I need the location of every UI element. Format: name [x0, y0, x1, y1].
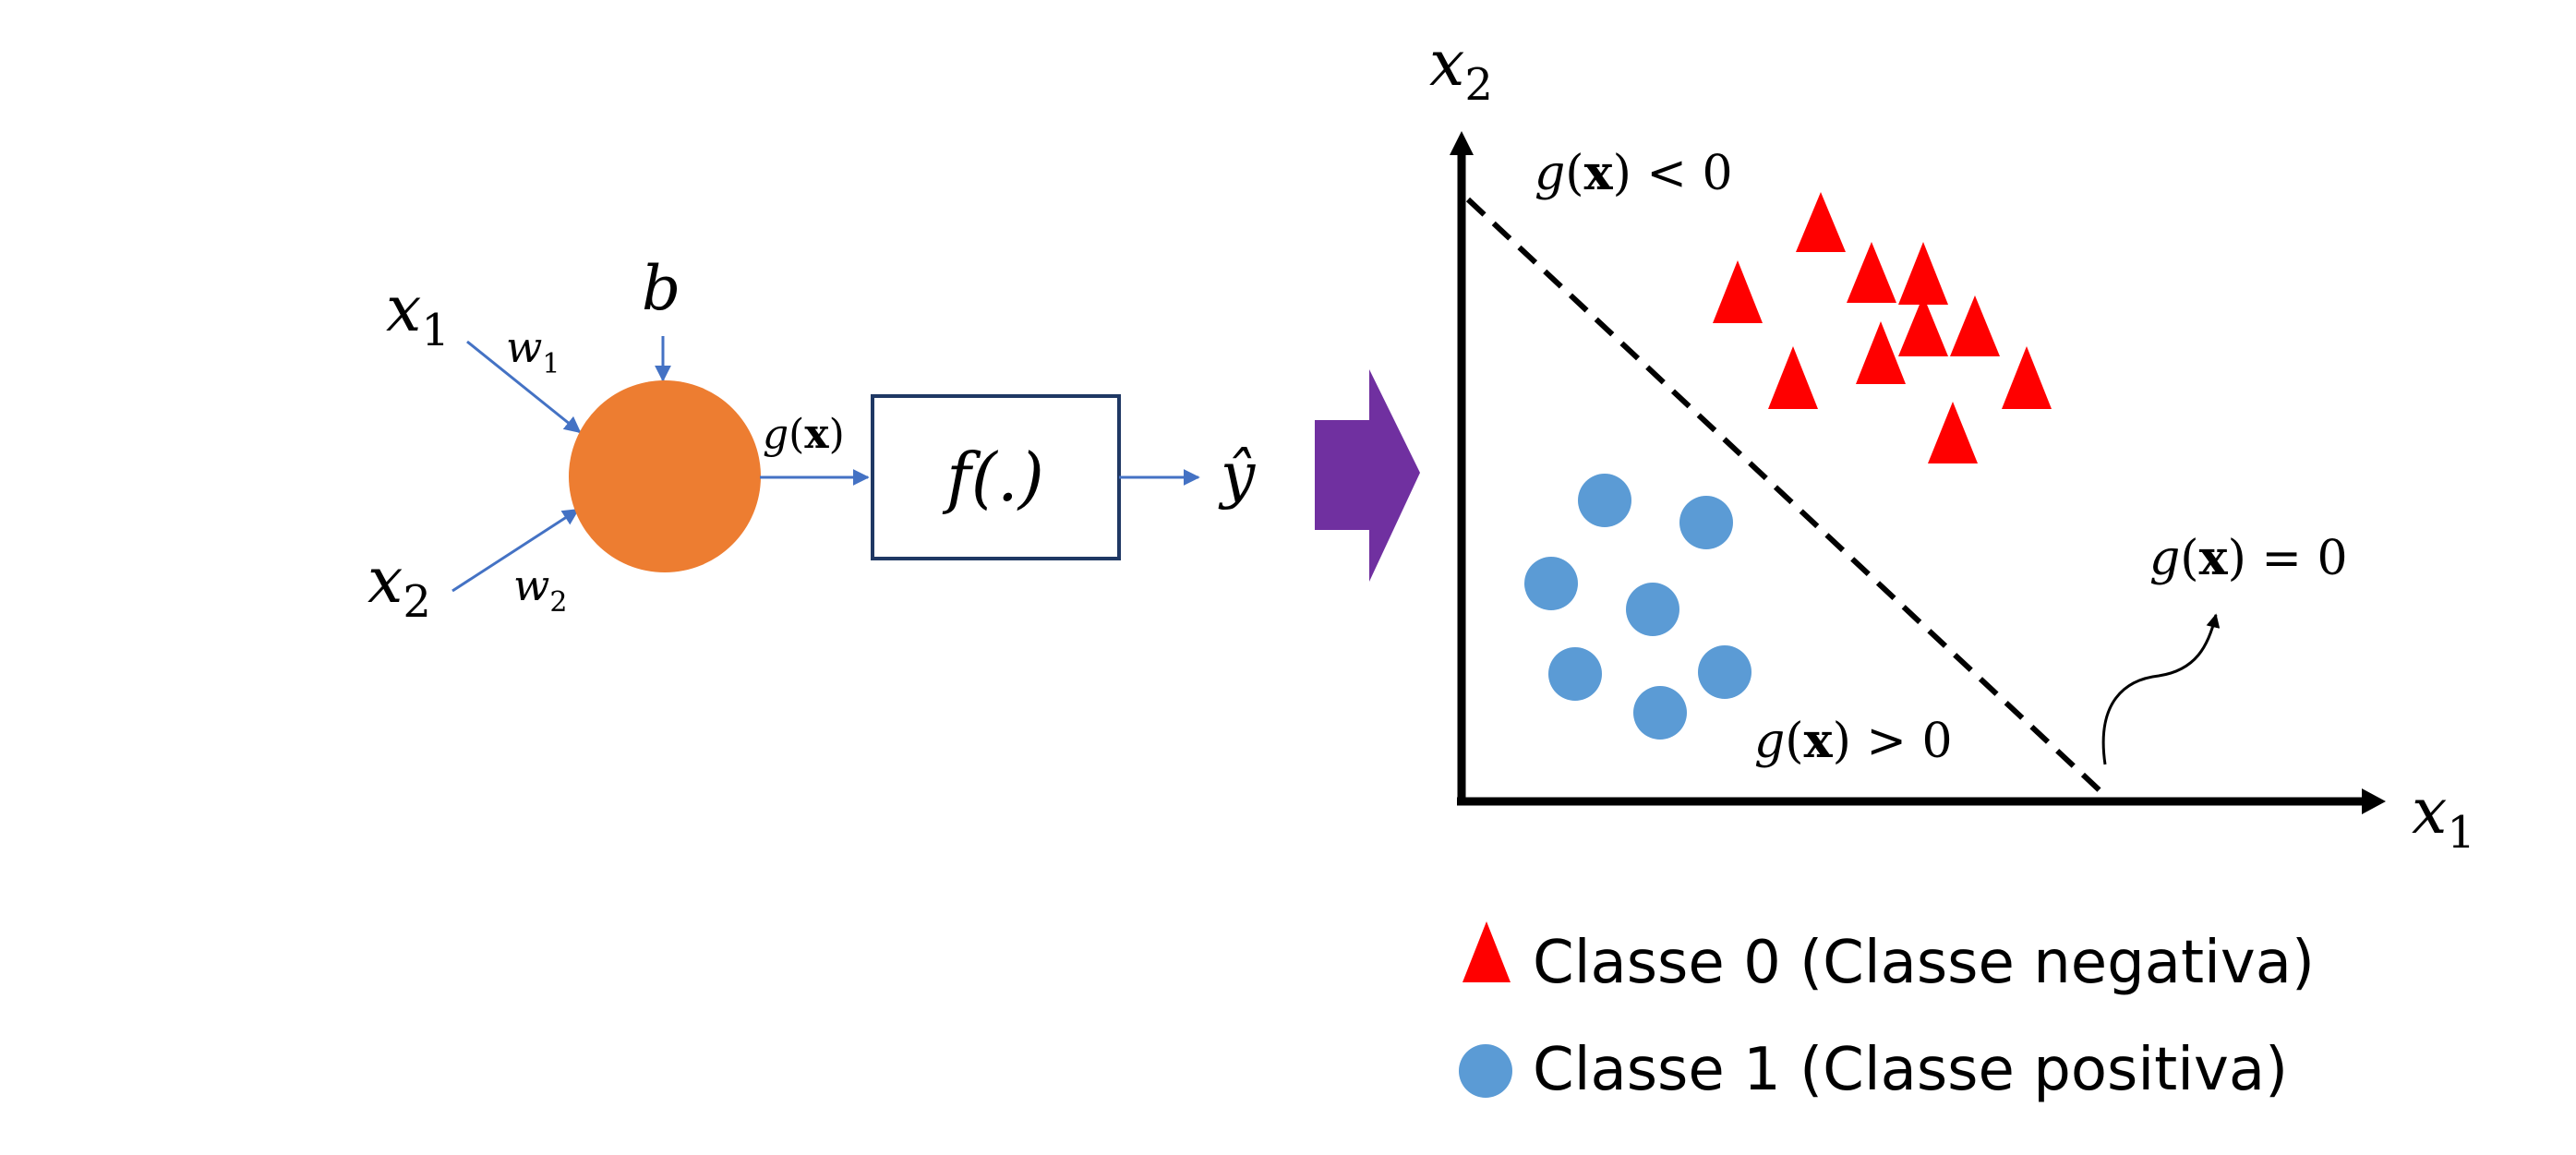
- input-x2-label: x2: [367, 545, 431, 628]
- class1-point: [1698, 645, 1751, 699]
- weight-w2-label: w2: [513, 560, 567, 619]
- class1-point: [1626, 583, 1679, 636]
- decision-boundary: [1465, 197, 2102, 793]
- class0-point: [1950, 295, 2000, 356]
- class0-point: [1856, 321, 1906, 384]
- activation-box: [871, 394, 1121, 560]
- class0-point: [1713, 260, 1763, 323]
- legend: Classe 0 (Classe negativa) Classe 1 (Cla…: [1459, 921, 2315, 1104]
- input-x1-arrow: [466, 340, 582, 434]
- boundary-label: g(x) = 0: [2149, 530, 2348, 586]
- input-x1-label: x1: [386, 273, 450, 356]
- x-axis-arrowhead: [2362, 788, 2386, 814]
- region-negative-label: g(x) < 0: [1535, 145, 1733, 201]
- class0-point: [1796, 192, 1846, 252]
- class0-point: [1928, 402, 1978, 463]
- neuron-node: [569, 380, 761, 572]
- activation-label: f(.): [942, 439, 1044, 516]
- class1-point: [1548, 647, 1602, 701]
- region-positive-label: g(x) > 0: [1754, 713, 1953, 769]
- neuron-model: x1 x2 w1 w2 b g(x) f(.) ŷ: [367, 253, 1256, 628]
- weight-w1-label: w1: [506, 322, 560, 380]
- x-axis-label: x1: [2412, 776, 2475, 859]
- legend-class0-marker: [1463, 921, 1511, 982]
- y-axis-label: x2: [1429, 28, 1493, 111]
- class0-point: [2002, 346, 2052, 409]
- y-axis-arrowhead: [1450, 131, 1474, 155]
- g-x-label: g(x): [763, 411, 845, 458]
- boundary-pointer-arrow: [2101, 613, 2221, 765]
- class0-point: [1898, 295, 1948, 356]
- class1-point: [1679, 496, 1733, 549]
- legend-class1-marker: [1459, 1044, 1512, 1098]
- bias-label: b: [642, 253, 680, 324]
- output-y-hat-label: ŷ: [1218, 439, 1256, 511]
- class1-point: [1633, 686, 1687, 740]
- class0-point: [1898, 242, 1948, 305]
- transition-arrow: [1315, 369, 1420, 582]
- class1-points: [1524, 474, 1751, 740]
- legend-class1-label: Classe 1 (Classe positiva): [1533, 1036, 2288, 1104]
- legend-class0-label: Classe 0 (Classe negativa): [1533, 929, 2315, 997]
- class1-point: [1524, 557, 1578, 610]
- class0-point: [1847, 242, 1896, 303]
- class0-point: [1768, 346, 1818, 409]
- class0-points: [1713, 192, 2052, 463]
- class1-point: [1578, 474, 1631, 527]
- decision-plot: x2 x1 g(x) < 0 g(x) > 0 g(x) = 0: [1429, 28, 2475, 859]
- input-x2-arrow: [451, 508, 580, 593]
